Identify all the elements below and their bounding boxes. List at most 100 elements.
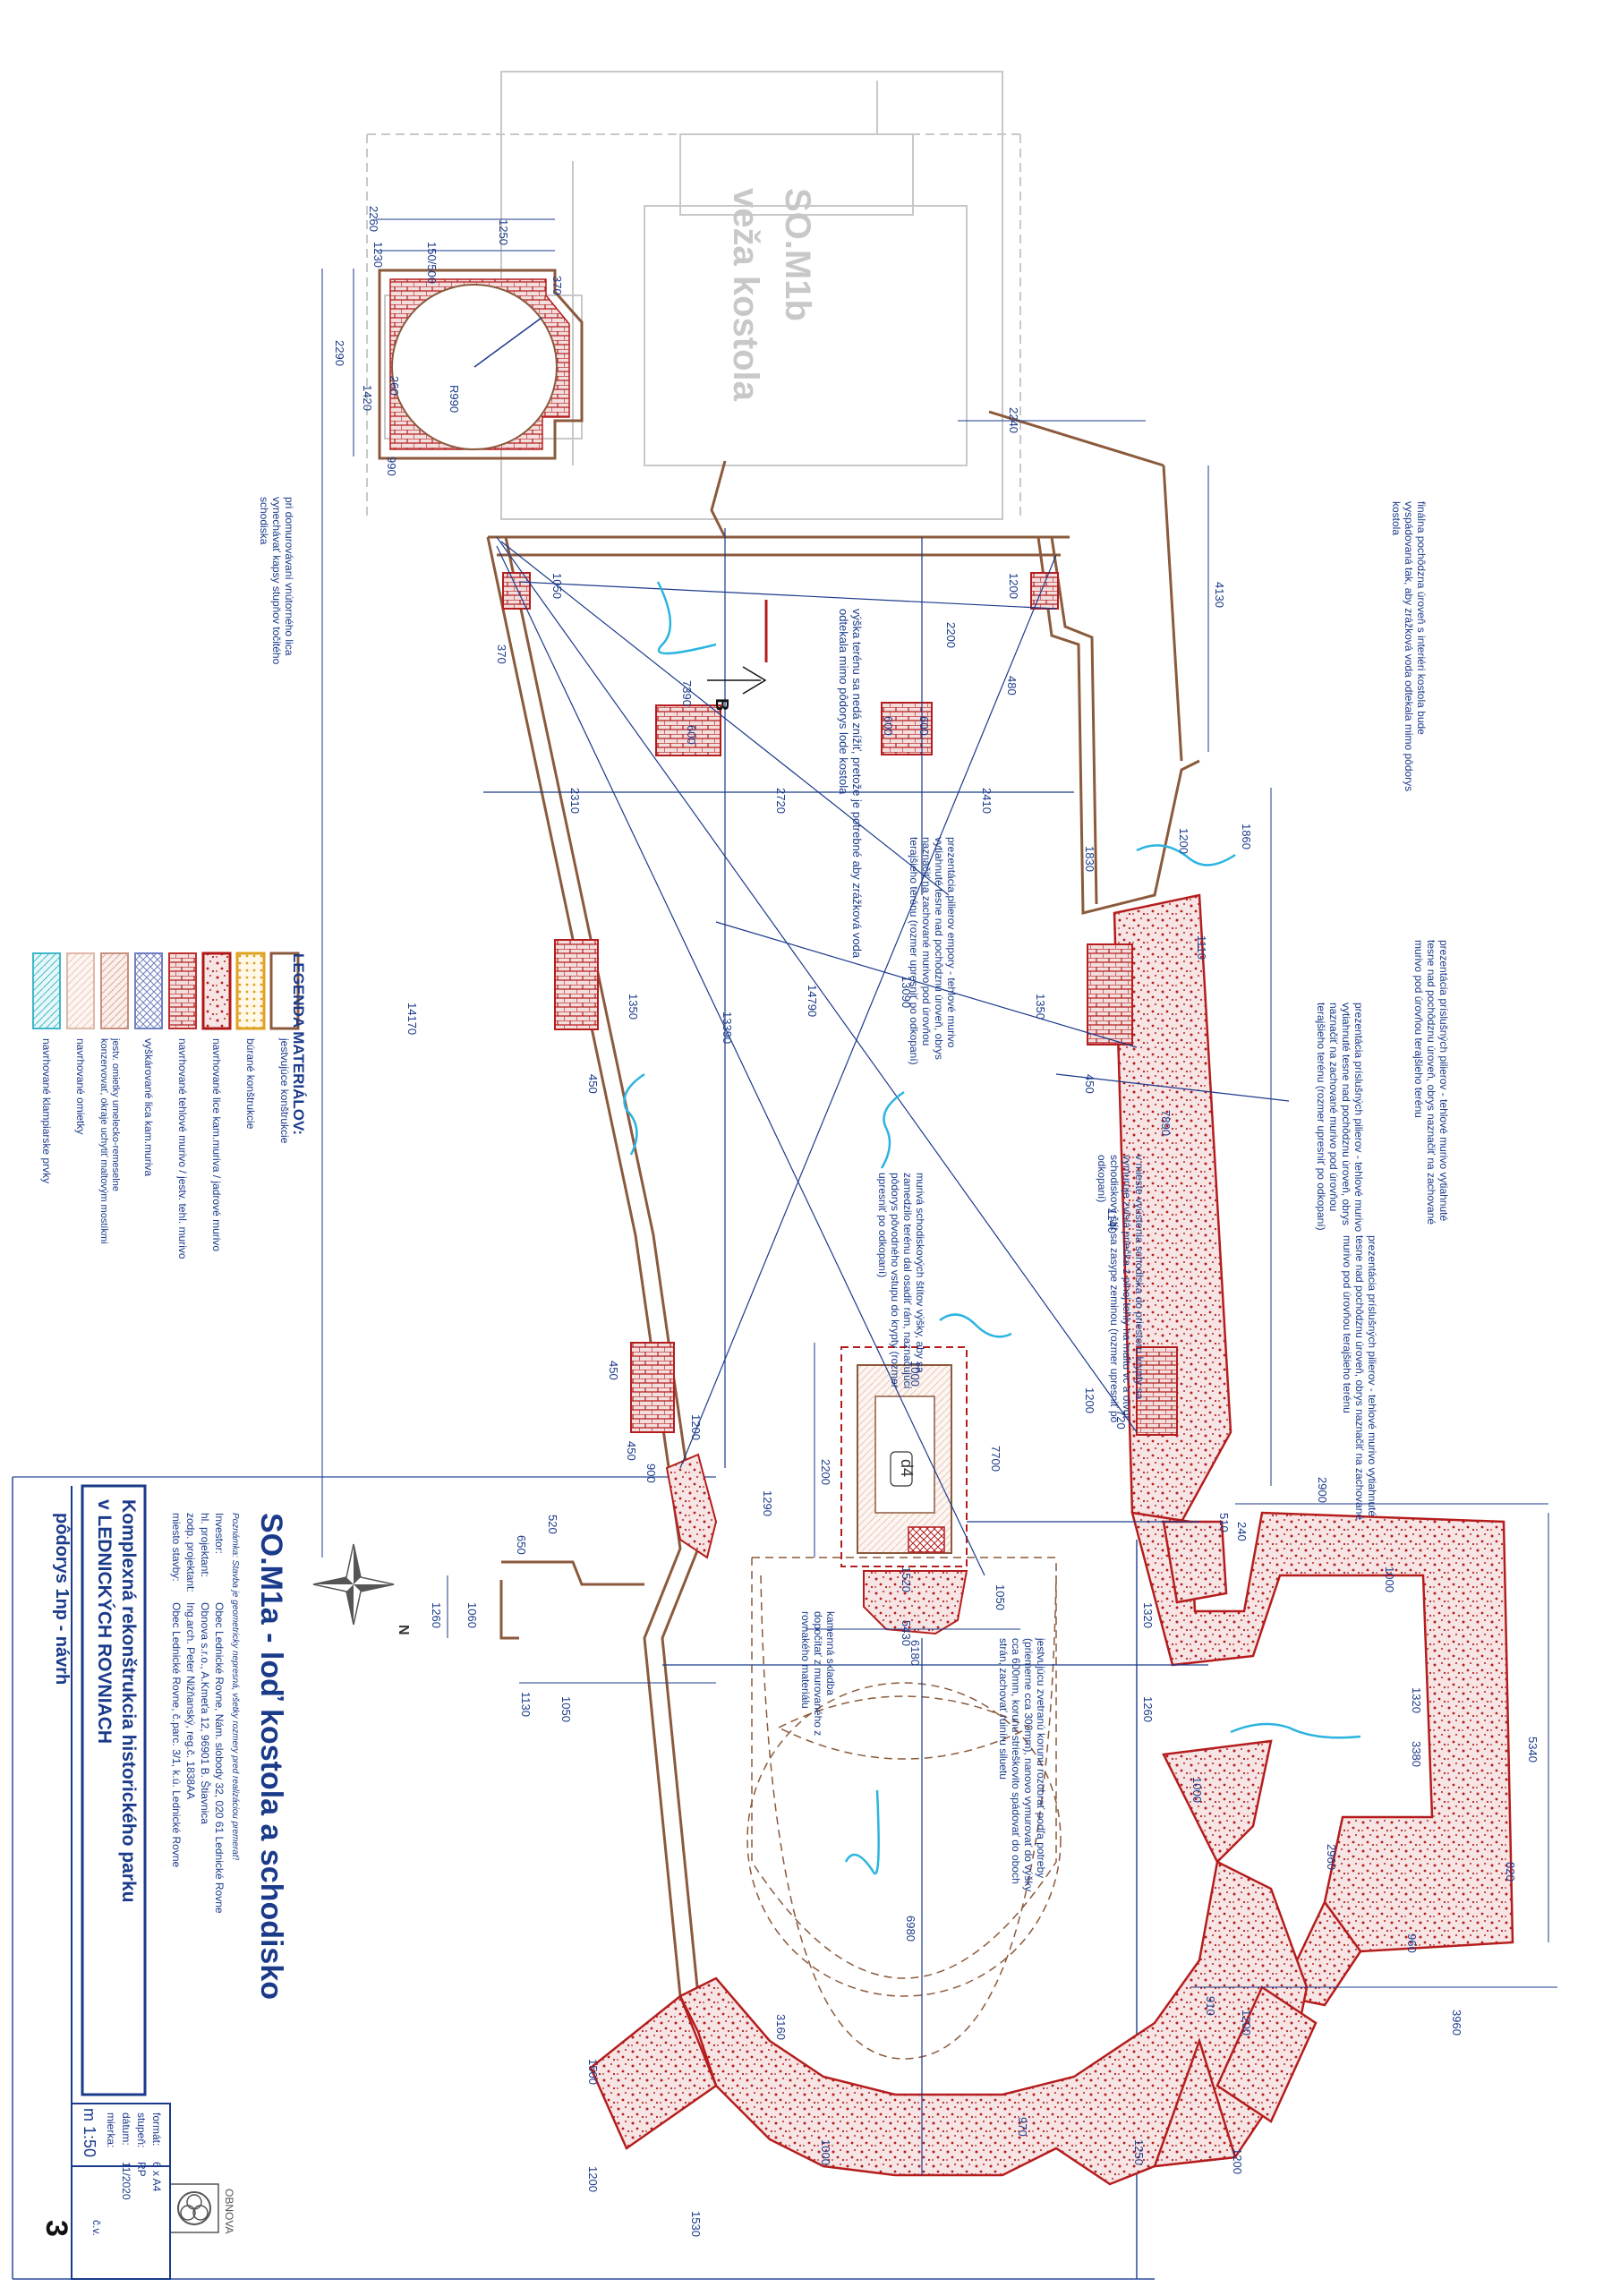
stage-label: stupeň: <box>135 2112 148 2148</box>
dimension-label: 1200 <box>1177 828 1190 854</box>
legend-label-1: jestvujúce konštrukcie <box>278 1038 291 1144</box>
dimension-label: 2900 <box>1316 1477 1329 1503</box>
dimension-label: 1320 <box>1141 1602 1155 1628</box>
dimension-label: 2290 <box>333 340 346 366</box>
dimension-label: 520 <box>546 1515 559 1534</box>
dimension-label: 150/500 <box>425 242 439 284</box>
dimension-label: 1350 <box>627 994 640 1020</box>
dimension-label: 5340 <box>1526 1737 1540 1763</box>
dimension-label: 2260 <box>367 206 380 232</box>
reference-lines <box>483 528 1290 2175</box>
dimension-label: 240 <box>1235 1522 1249 1541</box>
legend-swatch-existing <box>269 952 300 1030</box>
dimension-label: 260 <box>388 376 401 396</box>
tower-name: veža kostola <box>726 188 765 402</box>
legend-label-5: vyškárované lica kam.muriva <box>142 1038 155 1177</box>
room-mark: d4 <box>898 1459 916 1477</box>
stage: RP <box>135 2162 148 2177</box>
dimension-label: 1320 <box>1410 1687 1423 1713</box>
remaining-outlines <box>499 1560 644 1640</box>
legend-label-4: navrhované tehlové murivo / jestv. tehl.… <box>176 1038 189 1259</box>
dimension-label: 960 <box>1405 1933 1419 1953</box>
dimension-label: 13390 <box>721 1011 734 1045</box>
dimension-label: 2200 <box>944 622 958 648</box>
dimension-label: 650 <box>515 1535 528 1555</box>
legend-label-2: búrané konštrukcie <box>244 1038 257 1130</box>
note-staircase: pri domurovávaní vnútorného lica vynechá… <box>258 497 295 665</box>
dimension-label: 6980 <box>904 1916 917 1942</box>
dimension-label: 1260 <box>430 1602 443 1628</box>
dimension-label: 2310 <box>568 788 582 814</box>
note-terrain: výška terénu sa nedá znížiť, pretože je … <box>837 609 864 959</box>
dimension-label: 1050 <box>559 1696 573 1722</box>
section-mark <box>707 600 768 695</box>
date: 11/2020 <box>120 2162 132 2200</box>
dimension-label: 1000 <box>819 2139 832 2165</box>
apse-outlines <box>746 1557 1062 2060</box>
dimension-label: 13090 <box>900 976 913 1009</box>
crypt-entrance <box>665 1346 968 1635</box>
resp-label: zodp. projektant: <box>184 1513 197 1592</box>
date-label: dátum: <box>120 2112 132 2146</box>
title-block <box>71 1484 171 2280</box>
dimension-label: 1140 <box>1105 1208 1119 1233</box>
dimension-label: 900 <box>644 1464 658 1483</box>
legend-label-8: navrhované klampiarske prvky <box>40 1038 53 1184</box>
dimension-label: 1200 <box>1231 2148 1244 2174</box>
dimension-label: 450 <box>1083 1074 1096 1094</box>
note-piers-1: prezentácia príslušných pilierov - tehlo… <box>1412 940 1450 1225</box>
dimension-label: 1200 <box>689 1414 703 1440</box>
dimension-label: 7890 <box>1159 1110 1173 1136</box>
dimension-label: 3380 <box>1410 1741 1423 1767</box>
dimension-label: 1000 <box>1190 1777 1204 1803</box>
dimension-label: 4130 <box>1213 582 1226 608</box>
dimension-label: 7700 <box>989 1446 1002 1472</box>
scale: m 1:50 <box>81 2108 98 2158</box>
legend-swatch-new-stone <box>201 952 232 1030</box>
dimension-label: 910 <box>1204 1996 1217 2016</box>
note-piers-3: prezentácia príslušných pilierov - tehlo… <box>1341 1235 1378 1521</box>
dimension-label: 1000 <box>908 1361 922 1387</box>
legend-swatch-new-brick <box>168 952 197 1029</box>
dimension-label: 1050 <box>994 1584 1007 1610</box>
dimension-label: 2410 <box>980 788 994 814</box>
chief: Obnova s.r.o., A.Kmeťa 12, 96901 B. Štia… <box>199 1602 211 1824</box>
dimension-label: 1290 <box>761 1490 774 1516</box>
site-label: miesto stavby: <box>170 1513 183 1582</box>
dimension-label: 450 <box>607 1361 620 1380</box>
note-piers-2: prezentácia príslušných pilierov - tehlo… <box>1315 1003 1365 1233</box>
dimension-label: 1200 <box>1083 1387 1096 1413</box>
dimension-label: 7390 <box>680 680 694 706</box>
legend-title: LEGENDA MATERIÁLOV: <box>290 953 307 1136</box>
dimension-label: 1420 <box>361 385 374 411</box>
dimension-label: 1520 <box>900 1566 913 1592</box>
north-arrow <box>312 1543 395 1626</box>
chief-label: hl. projektant: <box>199 1513 211 1578</box>
company-name: OBNOVA <box>223 2189 235 2233</box>
dimension-label: 1110 <box>1195 935 1208 960</box>
dimension-label: 450 <box>625 1441 638 1461</box>
dimension-label: 2720 <box>774 788 788 814</box>
north-letter: N <box>396 1625 411 1635</box>
dimension-label: 2200 <box>819 1459 832 1485</box>
dimension-label: 3960 <box>1450 2010 1463 2036</box>
legend-swatches <box>32 952 300 1030</box>
dimension-label: 1200 <box>1007 573 1020 599</box>
note-floor-level: finálna pochôdzna úroveň s interiéri kos… <box>1390 501 1428 792</box>
dimension-label: 1250 <box>497 219 510 245</box>
dimension-label: 14170 <box>405 1003 419 1036</box>
site: Obec Lednické Rovne, č.parc. 3/1, k.ú. L… <box>170 1602 183 1868</box>
dimension-label: 1130 <box>519 1692 533 1717</box>
dimension-label: 1250 <box>1132 2139 1146 2165</box>
tower-label: SO.M1b veža kostola <box>726 188 817 402</box>
dimension-label: 370 <box>495 644 508 664</box>
legend-swatch-plaster-cons <box>100 952 129 1029</box>
scale-label: mierka: <box>105 2112 117 2148</box>
dimension-label: 1200 <box>1240 2010 1253 2036</box>
dimension-label: 14790 <box>806 985 819 1018</box>
dimension-label: 370 <box>550 276 564 295</box>
dimension-label: 600 <box>882 716 895 736</box>
sheet-number: 3 <box>39 2220 73 2237</box>
